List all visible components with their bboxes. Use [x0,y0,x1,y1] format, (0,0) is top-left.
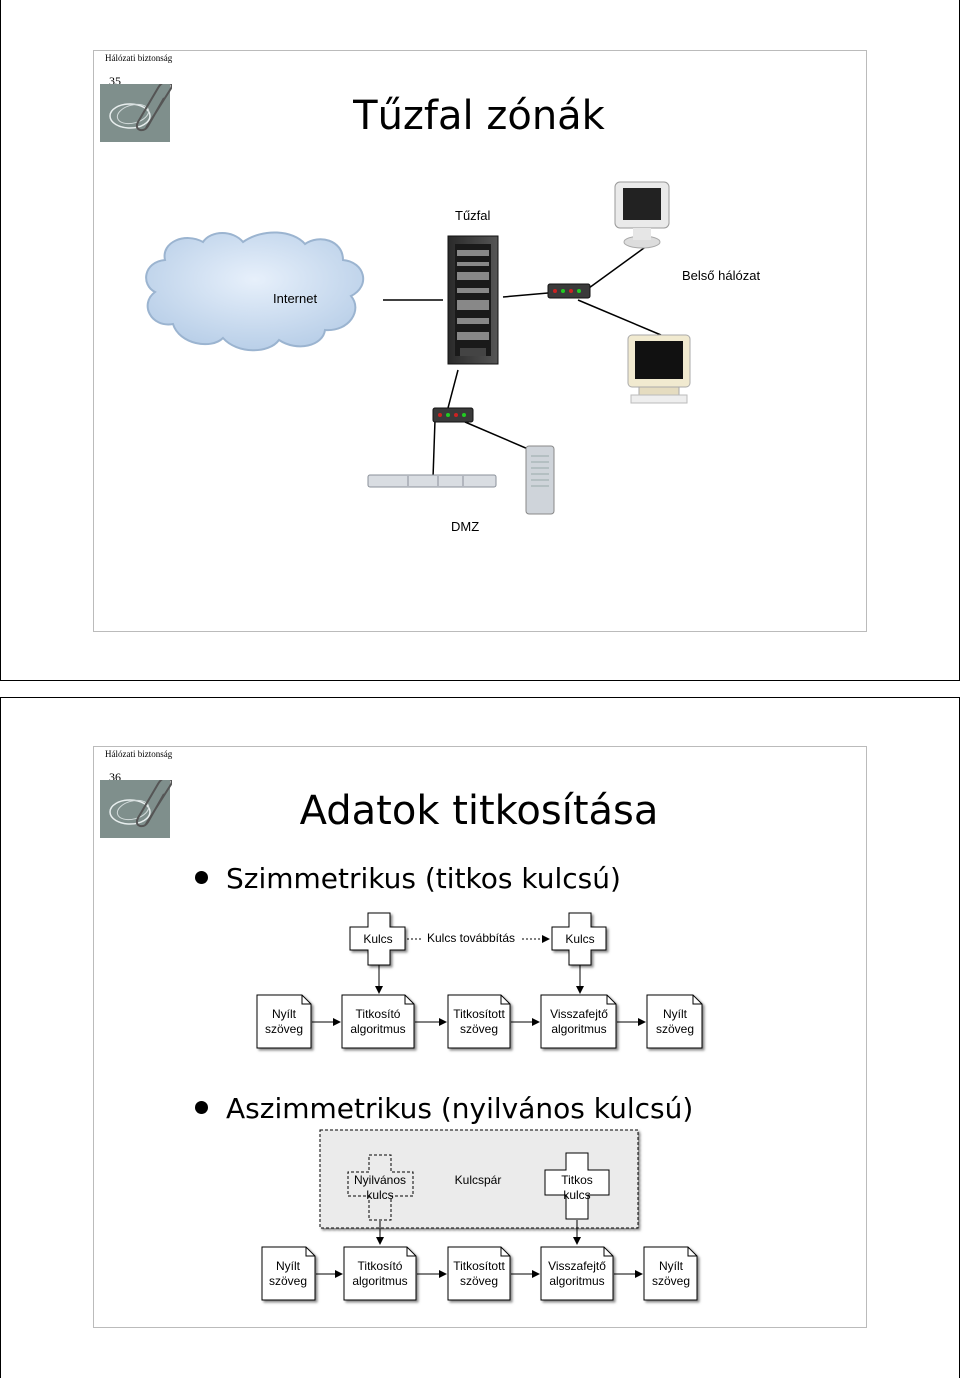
bullet-asymmetric: Aszimmetrikus (nyilvános kulcsú) [195,1092,693,1125]
bullet-dot [195,1100,208,1114]
doc-box [540,994,617,1049]
key-transfer-label: Kulcs továbbítás [426,931,516,945]
dmz-label: DMZ [451,519,480,534]
rack-server-icon [367,474,497,488]
doc-box [256,994,312,1049]
doc-box [261,1246,316,1301]
doc-box [646,994,703,1049]
bullet-dot [195,870,208,884]
bullet-symmetric: Szimmetrikus (titkos kulcsú) [195,862,621,895]
doc-box [643,1246,698,1301]
doc-box [447,1246,511,1301]
imac-computer-icon [614,181,670,249]
slide-title: Tűzfal zónák [353,93,605,139]
secret-key-shape [544,1152,610,1220]
slide-header: Hálózati biztonság [105,749,173,759]
switch-icon [547,283,591,299]
crt-monitor-icon [627,334,691,404]
switch-icon-dmz [432,407,474,423]
tower-server-icon [525,445,555,515]
firewall-rack-icon [447,235,499,365]
public-key-shape [347,1154,414,1221]
doc-box [447,994,511,1049]
network-diagram [145,181,691,515]
paperclip-logo [100,84,172,142]
key-label-1: Kulcs [363,932,393,946]
firewall-label: Tűzfal [455,208,491,223]
doc-box [341,994,415,1049]
slide-title: Adatok titkosítása [299,788,659,834]
internal-network-label: Belső hálózat [682,268,761,283]
paperclip-logo [100,780,172,838]
internet-label: Internet [273,291,318,306]
doc-box [540,1246,614,1301]
key-shape-1 [349,912,406,966]
key-label-2: Kulcs [565,932,595,946]
doc-box [343,1246,417,1301]
keypair-label: Kulcspár [454,1173,502,1187]
slide-header: Hálózati biztonság [105,53,173,63]
key-shape-2 [551,912,607,966]
internet-cloud-icon [145,231,365,352]
